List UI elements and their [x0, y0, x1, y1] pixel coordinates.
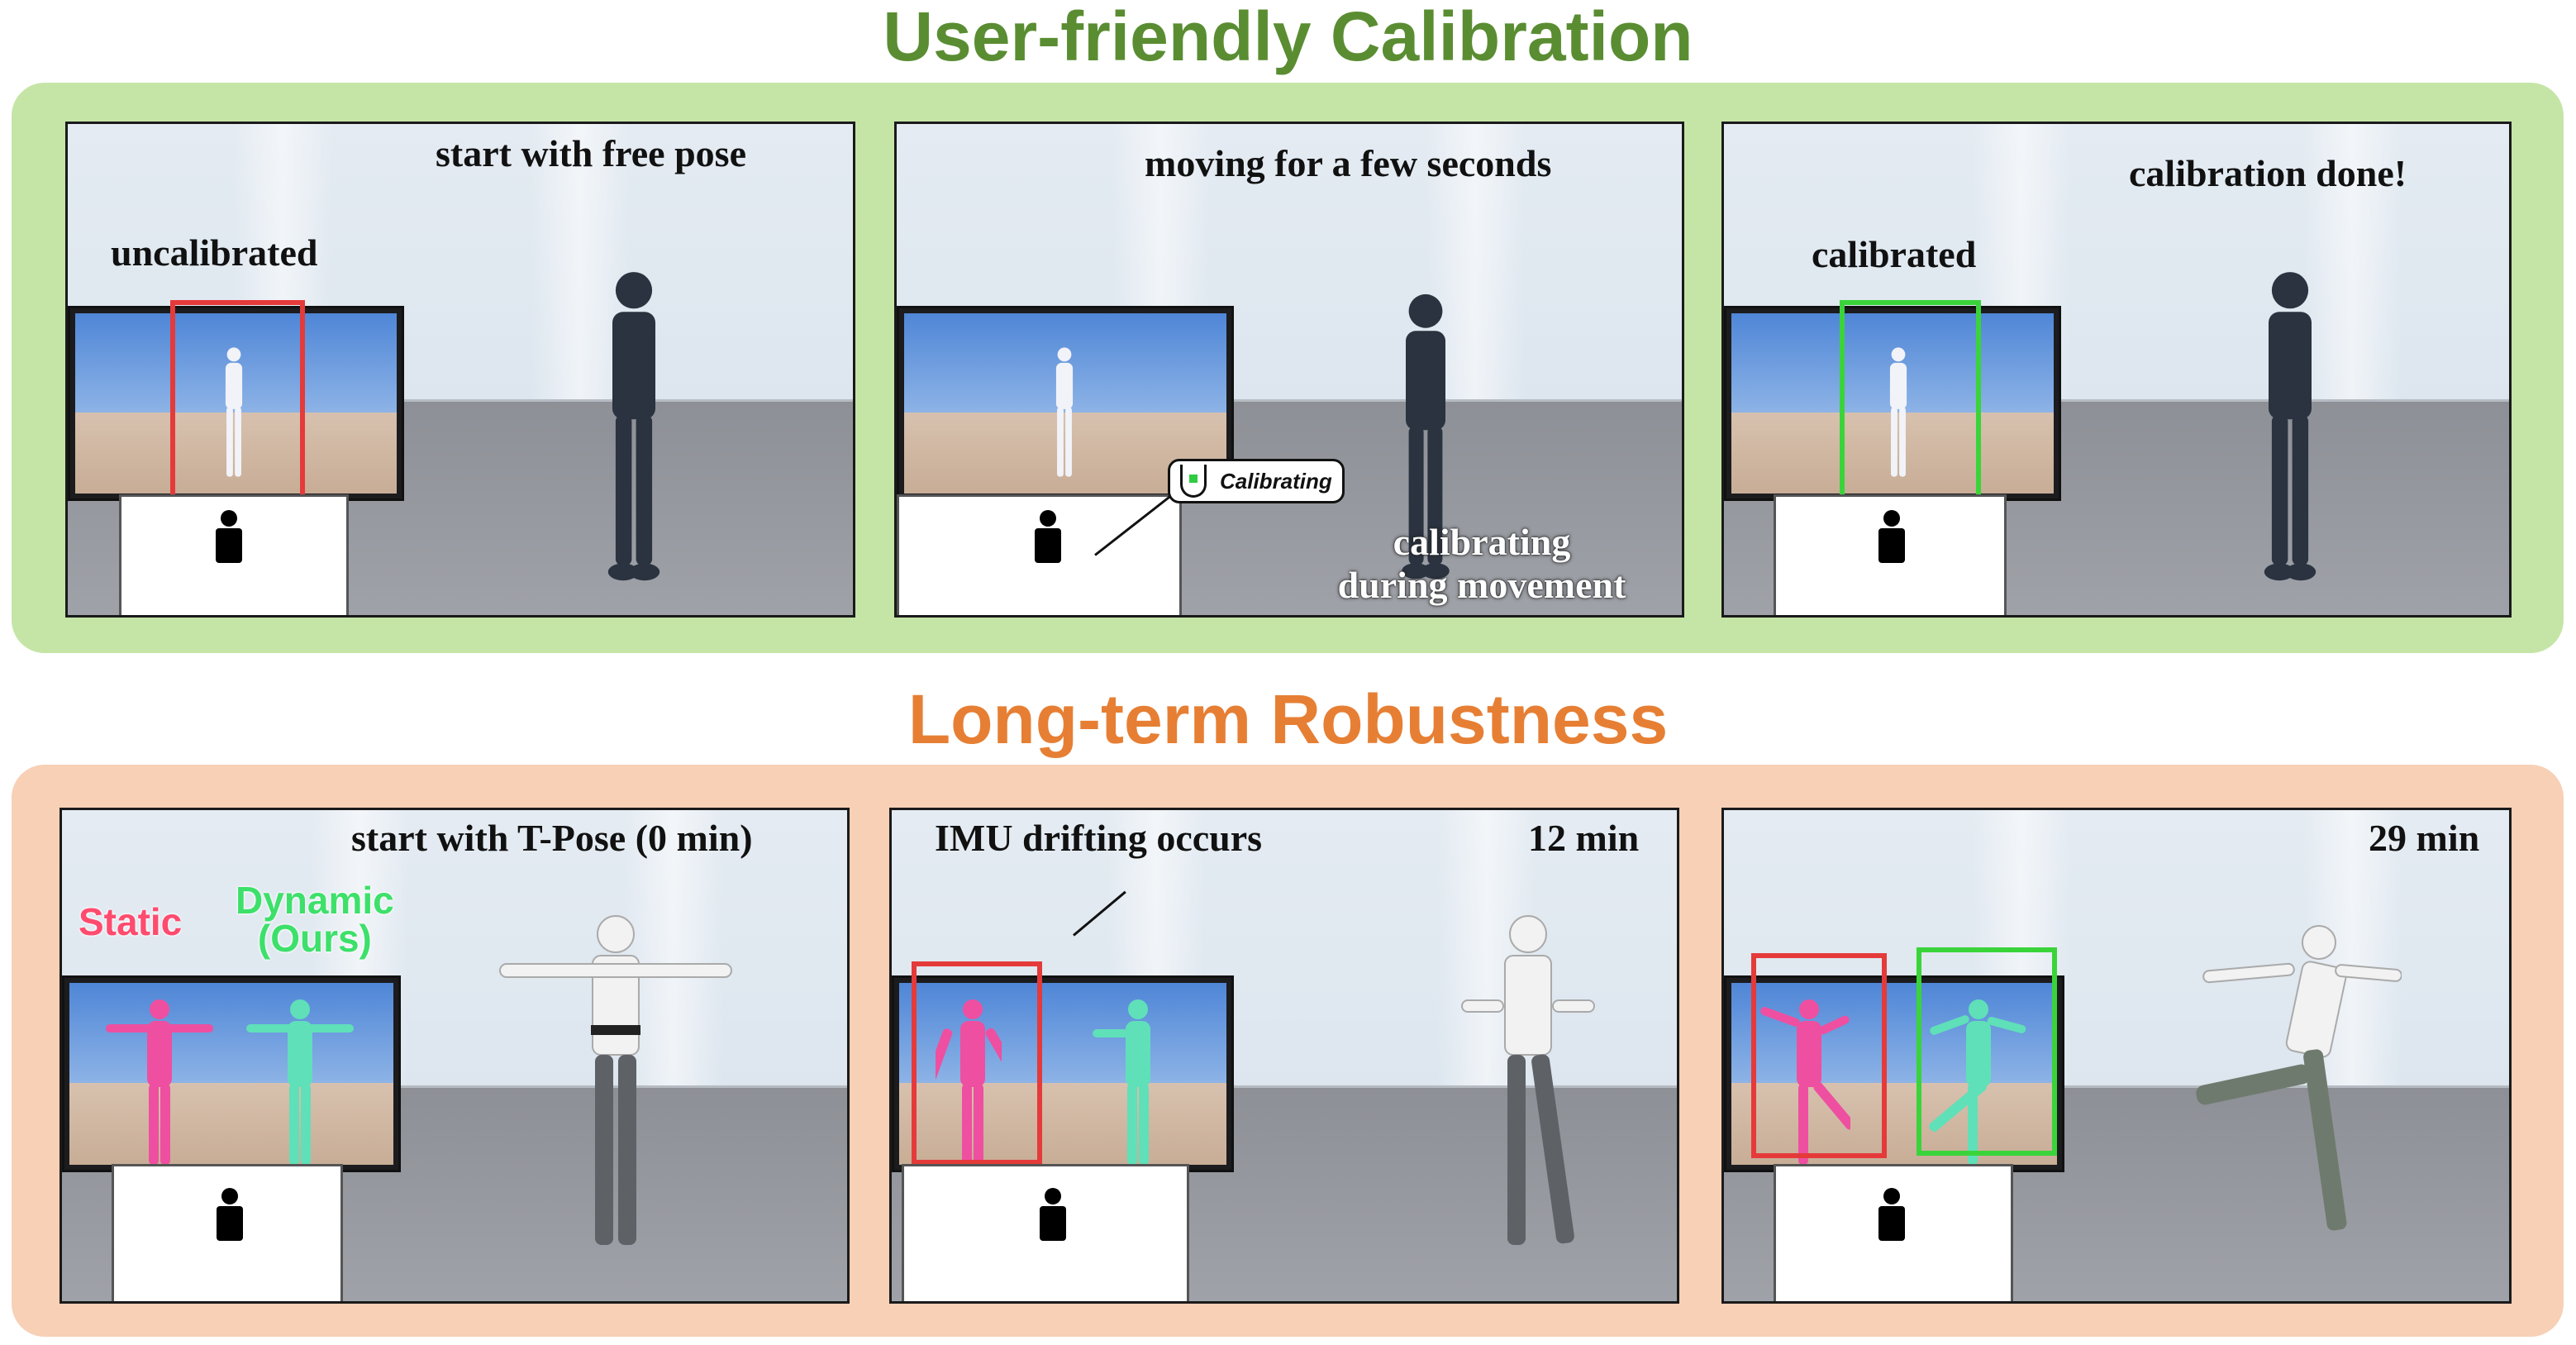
panel-moving: Calibrating moving for a few seconds cal…	[894, 122, 1684, 618]
avatar-static-pink	[1760, 999, 1850, 1165]
caption-calibrating-movement: calibrating during movement	[1337, 521, 1626, 606]
avatar-dynamic-mint	[246, 999, 354, 1165]
monitor	[1724, 975, 2064, 1172]
calibrating-callout: Calibrating	[1168, 459, 1345, 503]
label-dynamic-ours: Dynamic (Ours)	[236, 879, 394, 960]
dynamic-robust-box	[1917, 947, 2057, 1156]
panel-12-min: IMU drifting occurs 12 min	[889, 808, 1679, 1304]
caption-moving: moving for a few seconds	[1145, 142, 1552, 184]
caption-calibration-done: calibration done!	[2129, 152, 2407, 194]
person-running	[2196, 925, 2402, 1231]
person	[607, 272, 660, 581]
uncalibrated-box	[170, 300, 305, 502]
calibrated-box	[1840, 300, 1981, 502]
avatar-static-pink	[936, 999, 1002, 1165]
laptop-screen	[1774, 494, 2007, 615]
person	[1461, 915, 1595, 1245]
avatar-dynamic-mint	[1929, 999, 2026, 1165]
label-calibrated: calibrated	[1812, 233, 1977, 275]
label-uncalibrated: uncalibrated	[111, 231, 318, 274]
laptop-screen	[1774, 1164, 2013, 1301]
section-title-robustness: Long-term Robustness	[907, 680, 1669, 758]
laptop-screen	[902, 1164, 1189, 1301]
panel-free-pose: start with free pose uncalibrated	[65, 122, 855, 618]
caption-29-min: 29 min	[2369, 817, 2480, 859]
caption-start-free-pose: start with free pose	[436, 132, 746, 174]
avatar-dynamic-mint	[1093, 999, 1150, 1165]
drifting-box	[912, 961, 1042, 1165]
static-drift-box	[1751, 953, 1887, 1158]
caption-imu-drifting: IMU drifting occurs	[935, 817, 1263, 859]
monitor	[68, 306, 404, 501]
panel-calibration-done: calibration done! calibrated	[1721, 122, 2512, 618]
callout-text: Calibrating	[1220, 469, 1332, 494]
avatar-static-pink	[106, 999, 213, 1165]
avatar-white	[1055, 347, 1074, 477]
person	[2264, 272, 2316, 581]
caption-t-pose: start with T-Pose (0 min)	[351, 817, 753, 859]
monitor	[1724, 306, 2061, 501]
label-static: Static	[79, 900, 183, 943]
monitor	[892, 975, 1234, 1172]
laptop-screen	[897, 494, 1182, 615]
panel-t-pose: start with T-Pose (0 min) Static Dynamic…	[60, 808, 850, 1304]
monitor	[62, 975, 401, 1172]
section-title-calibration: User-friendly Calibration	[883, 0, 1693, 75]
calibrating-icon	[1180, 465, 1207, 498]
person-t-pose	[499, 915, 732, 1245]
laptop-screen	[119, 494, 349, 615]
caption-12-min: 12 min	[1528, 817, 1640, 859]
laptop-screen	[112, 1164, 343, 1301]
panel-29-min: 29 min	[1721, 808, 2512, 1304]
